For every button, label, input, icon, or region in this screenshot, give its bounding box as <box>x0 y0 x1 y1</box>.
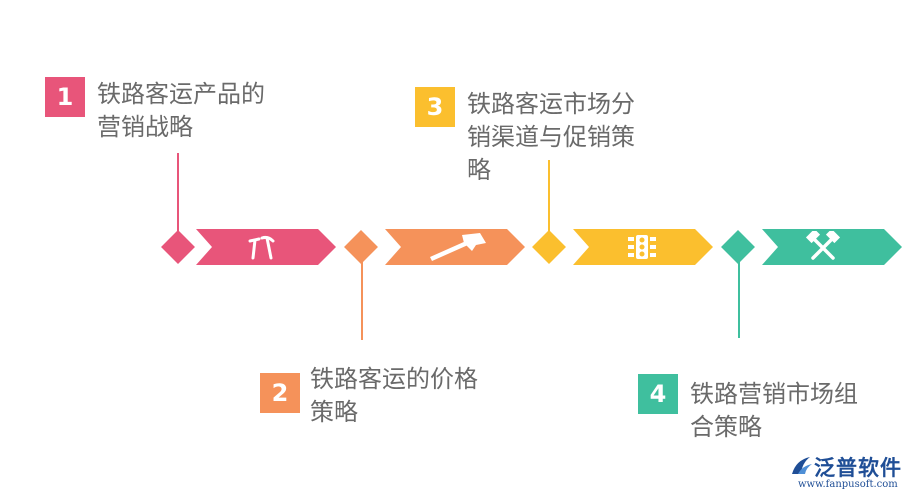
step-1-number: 1 <box>45 77 85 117</box>
step-1-label: 铁路客运产品的营销战略 <box>97 80 265 141</box>
step-4-marker <box>721 230 755 264</box>
brand-watermark: 泛普软件 www.fanpusoft.com <box>790 452 915 496</box>
hammer-pick-icon <box>248 235 275 260</box>
hammer-icon <box>430 233 486 261</box>
step-2-connector <box>361 262 363 340</box>
step-4-arrow <box>762 229 902 265</box>
step-4-connector <box>738 262 740 338</box>
brand-logo-icon <box>792 457 812 474</box>
step-2-label: 铁路客运的价格策略 <box>310 365 478 426</box>
step-3-marker <box>532 230 566 264</box>
brand-name: 泛普软件 <box>814 456 902 480</box>
step-2-marker <box>344 230 378 264</box>
traffic-light-icon <box>628 235 656 259</box>
step-1-connector <box>177 153 179 233</box>
step-4-number: 4 <box>638 374 678 414</box>
brand-url: www.fanpusoft.com <box>798 479 898 490</box>
step-3-label: 铁路客运市场分销渠道与促销策略 <box>467 90 635 184</box>
step-1-marker <box>161 230 195 264</box>
step-2-number: 2 <box>260 373 300 413</box>
step-1-arrow <box>196 229 336 265</box>
step-4-label: 铁路营销市场组合策略 <box>690 380 858 441</box>
step-3-number: 3 <box>415 87 455 127</box>
crossed-hammers-icon <box>806 231 840 260</box>
step-3-connector <box>548 160 550 232</box>
